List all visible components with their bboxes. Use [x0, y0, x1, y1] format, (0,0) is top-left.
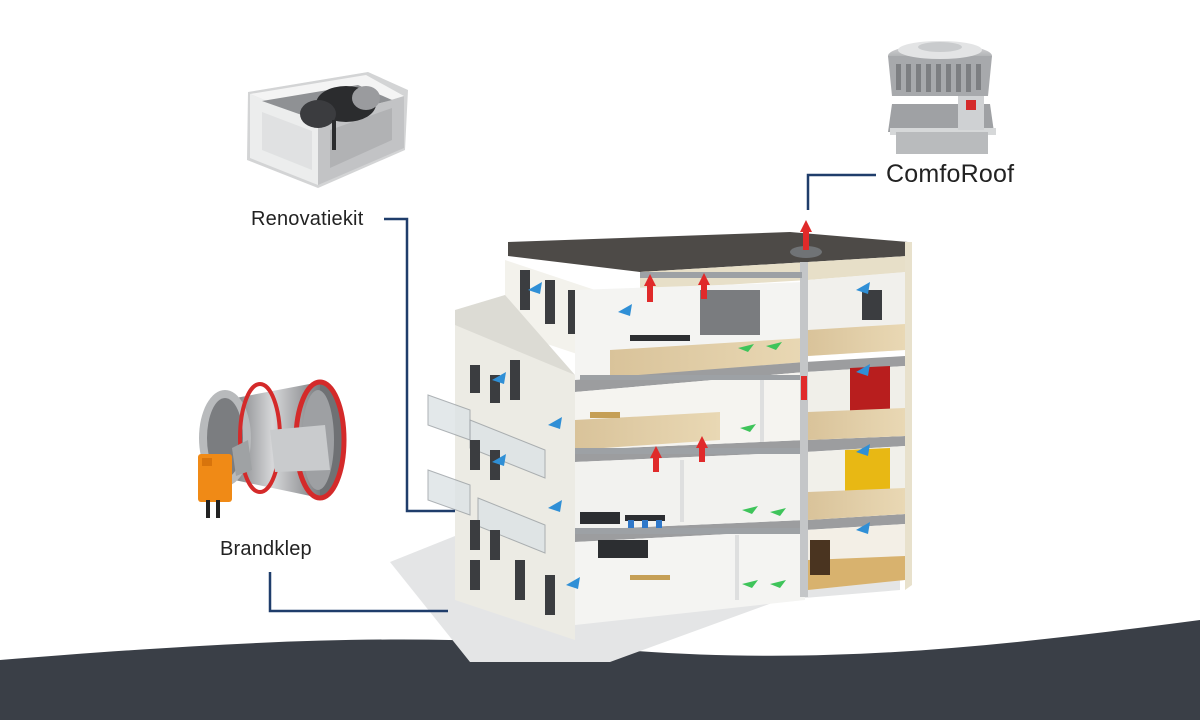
footer-wave [0, 620, 1200, 720]
roof-fan-icon [888, 41, 996, 154]
facade-windows [470, 270, 578, 615]
floor-flow-arrows [738, 342, 786, 588]
connector-lines [268, 173, 876, 613]
renovatiekit-label: Renovatiekit [251, 208, 364, 230]
connector-comforoof [806, 173, 876, 210]
brandklep-label: Brandklep [220, 538, 312, 560]
comforoof-label: ComfoRoof [886, 160, 1015, 188]
connector-brandklep [268, 572, 448, 613]
supply-arrows [492, 282, 870, 589]
connector-renovatiekit [384, 217, 455, 513]
fire-damper-icon [198, 379, 347, 518]
renovation-kit-icon [247, 72, 408, 188]
building-cutaway-illustration [390, 220, 912, 662]
interior-rooms [575, 272, 905, 625]
roof-outlet [790, 246, 822, 258]
exhaust-arrows [644, 220, 812, 472]
facade-left [455, 315, 575, 640]
ventilation-shaft [800, 262, 808, 597]
balconies [427, 394, 546, 554]
ventilation-ducts [575, 272, 802, 534]
